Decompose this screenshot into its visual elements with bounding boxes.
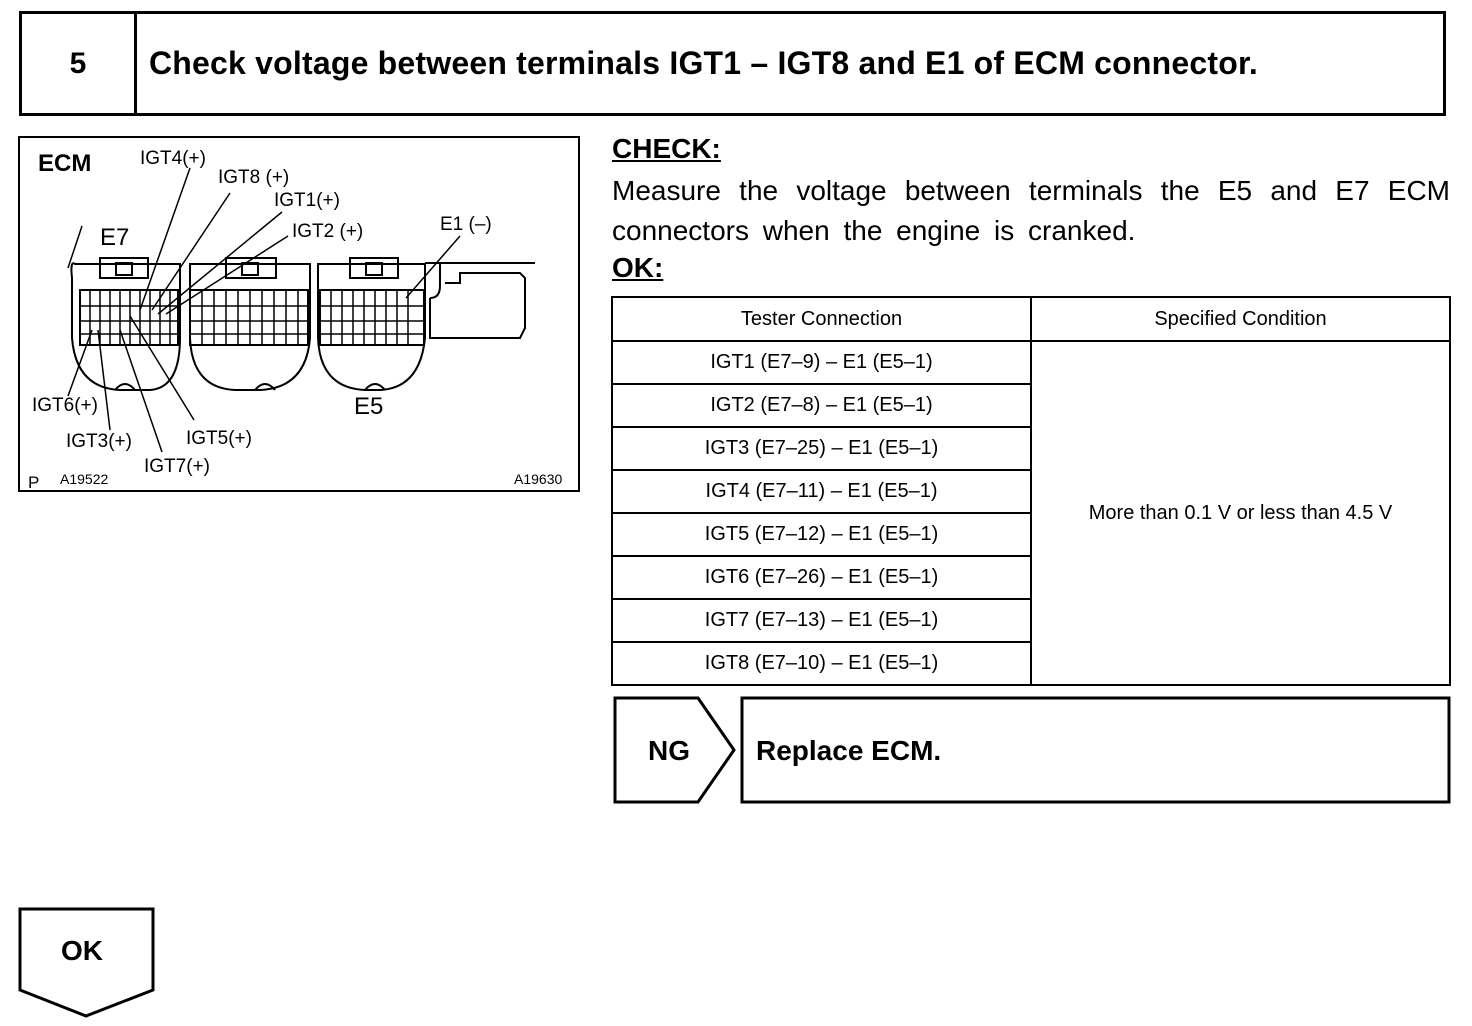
- column-header-condition: Specified Condition: [1030, 296, 1451, 342]
- e7-connector-body: [70, 262, 181, 391]
- igt4-label: IGT4(+): [140, 148, 206, 169]
- igt6-label: IGT6(+): [32, 395, 98, 416]
- e1-label: E1 (–): [440, 214, 492, 235]
- tester-connection-cell: IGT2 (E7–8) – E1 (E5–1): [610, 383, 1033, 428]
- igt2-leader: [165, 235, 289, 315]
- igt3-leader: [97, 329, 111, 431]
- middle-connector-body: [189, 263, 311, 391]
- ok-flow-arrow: OK: [18, 906, 158, 1021]
- e7-label: E7: [100, 224, 129, 251]
- igt1-label: IGT1(+): [274, 190, 340, 211]
- table-row: IGT7 (E7–13) – E1 (E5–1): [610, 598, 1450, 643]
- tester-connection-cell: IGT7 (E7–13) – E1 (E5–1): [610, 598, 1033, 643]
- ng-branch-shape: NG Replace ECM.: [613, 696, 1451, 804]
- middle-latch-tab: [241, 262, 259, 276]
- connector-diagram: ECM E7 E5 IGT4(+) IGT8 (+) IGT1(+) IGT2 …: [28, 148, 562, 492]
- ecm-connector-figure: ECM E7 E5 IGT4(+) IGT8 (+) IGT1(+) IGT2 …: [18, 136, 580, 492]
- e7-side-leader: [67, 225, 83, 269]
- p-mark: P: [28, 473, 39, 492]
- step-number: 5: [22, 14, 137, 113]
- check-heading: CHECK:: [612, 133, 721, 164]
- igt2-label: IGT2 (+): [292, 221, 363, 242]
- specified-condition-cell: More than 0.1 V or less than 4.5 V: [1030, 340, 1451, 686]
- step-title: Check voltage between terminals IGT1 – I…: [149, 45, 1258, 81]
- igt7-leader: [119, 329, 163, 453]
- ok-arrow-shape: [18, 907, 155, 1018]
- ok-heading: OK:: [612, 252, 664, 283]
- e5-latch-tab: [365, 262, 383, 276]
- wire-bundles: [114, 383, 386, 391]
- e7-latch-tab: [115, 262, 133, 276]
- ng-action-text: Replace ECM.: [756, 735, 941, 766]
- spec-table: Tester Connection Specified Condition IG…: [610, 296, 1451, 686]
- table-row: IGT1 (E7–9) – E1 (E5–1) More than 0.1 V …: [610, 340, 1451, 686]
- ecm-label: ECM: [38, 150, 91, 177]
- step-header: 5 Check voltage between terminals IGT1 –…: [19, 11, 1446, 116]
- ok-flow-label: OK: [61, 935, 103, 966]
- igt5-leader: [129, 315, 195, 421]
- e7-latch: [99, 257, 149, 279]
- igt3-label: IGT3(+): [66, 431, 132, 452]
- tester-connection-cell: IGT6 (E7–26) – E1 (E5–1): [610, 555, 1033, 600]
- table-row: IGT2 (E7–8) – E1 (E5–1): [610, 383, 1450, 428]
- igt8-leader: [151, 192, 231, 311]
- figure-code-right: A19630: [514, 471, 562, 487]
- ng-arrow-box: [613, 696, 736, 804]
- ng-branch: NG Replace ECM.: [612, 694, 1452, 806]
- igt5-label: IGT5(+): [186, 428, 252, 449]
- tester-connection-cell: IGT1 (E7–9) – E1 (E5–1): [610, 340, 1033, 385]
- e5-latch: [349, 257, 399, 279]
- table-header-row: Tester Connection Specified Condition: [610, 296, 1451, 342]
- tester-connection-cell: IGT4 (E7–11) – E1 (E5–1): [610, 469, 1033, 514]
- table-row: IGT4 (E7–11) – E1 (E5–1): [610, 469, 1450, 514]
- middle-terminal-block: [189, 289, 309, 346]
- table-row: IGT8 (E7–10) – E1 (E5–1): [610, 641, 1450, 686]
- e7-terminal-block: [79, 289, 179, 346]
- tester-connection-cell: IGT5 (E7–12) – E1 (E5–1): [610, 512, 1033, 557]
- table-row: IGT6 (E7–26) – E1 (E5–1): [610, 555, 1450, 600]
- e1-leader: [405, 235, 461, 299]
- column-header-tester: Tester Connection: [610, 296, 1033, 342]
- table-row: IGT5 (E7–12) – E1 (E5–1): [610, 512, 1450, 557]
- tester-connection-cell: IGT8 (E7–10) – E1 (E5–1): [610, 641, 1033, 686]
- ng-label: NG: [648, 735, 690, 766]
- table-row: IGT3 (E7–25) – E1 (E5–1): [610, 426, 1450, 471]
- igt7-label: IGT7(+): [144, 456, 210, 477]
- check-instruction: Measure the voltage between terminals th…: [612, 175, 1450, 246]
- igt4-leader: [139, 167, 191, 311]
- figure-code-left: A19522: [60, 471, 108, 487]
- e5-connector-body: [317, 263, 426, 391]
- igt6-leader: [67, 329, 93, 397]
- igt8-label: IGT8 (+): [218, 167, 289, 188]
- tester-connection-cell: IGT3 (E7–25) – E1 (E5–1): [610, 426, 1033, 471]
- ng-action-box: [740, 696, 1451, 804]
- ecm-housing-right: [429, 272, 526, 339]
- igt1-leader: [157, 211, 283, 315]
- e5-terminal-block: [319, 289, 425, 346]
- e5-label: E5: [354, 393, 383, 420]
- middle-latch: [225, 257, 277, 279]
- ecm-housing-top: [425, 262, 535, 299]
